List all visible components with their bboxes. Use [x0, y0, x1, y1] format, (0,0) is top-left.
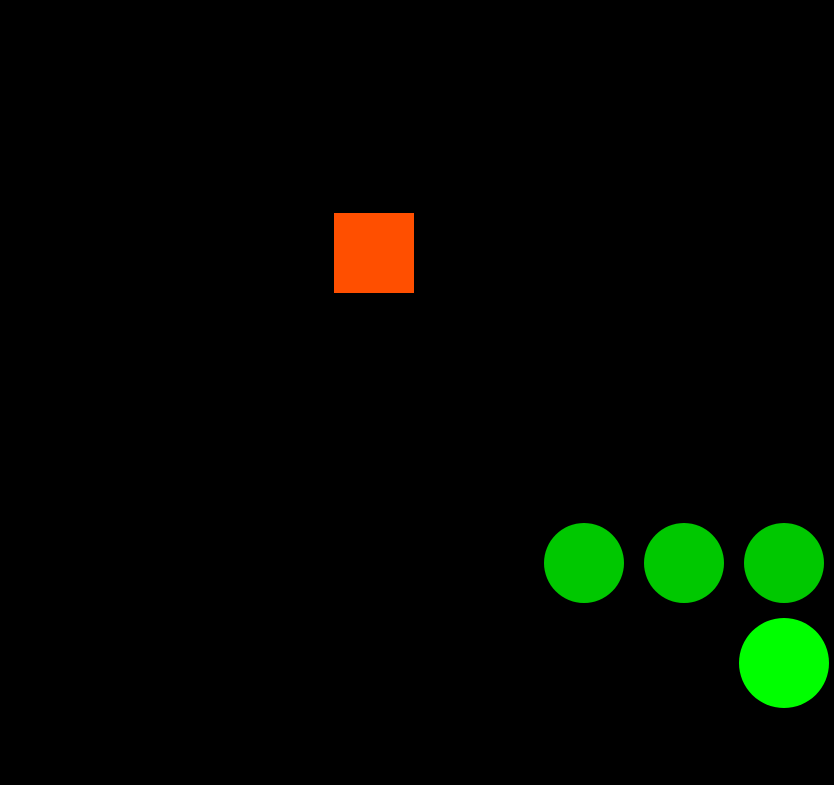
snake-head: [739, 618, 829, 708]
snake-body-segment: [544, 523, 624, 603]
snake-body-segment: [644, 523, 724, 603]
snake-body-segment: [744, 523, 824, 603]
food-item: [334, 213, 414, 293]
